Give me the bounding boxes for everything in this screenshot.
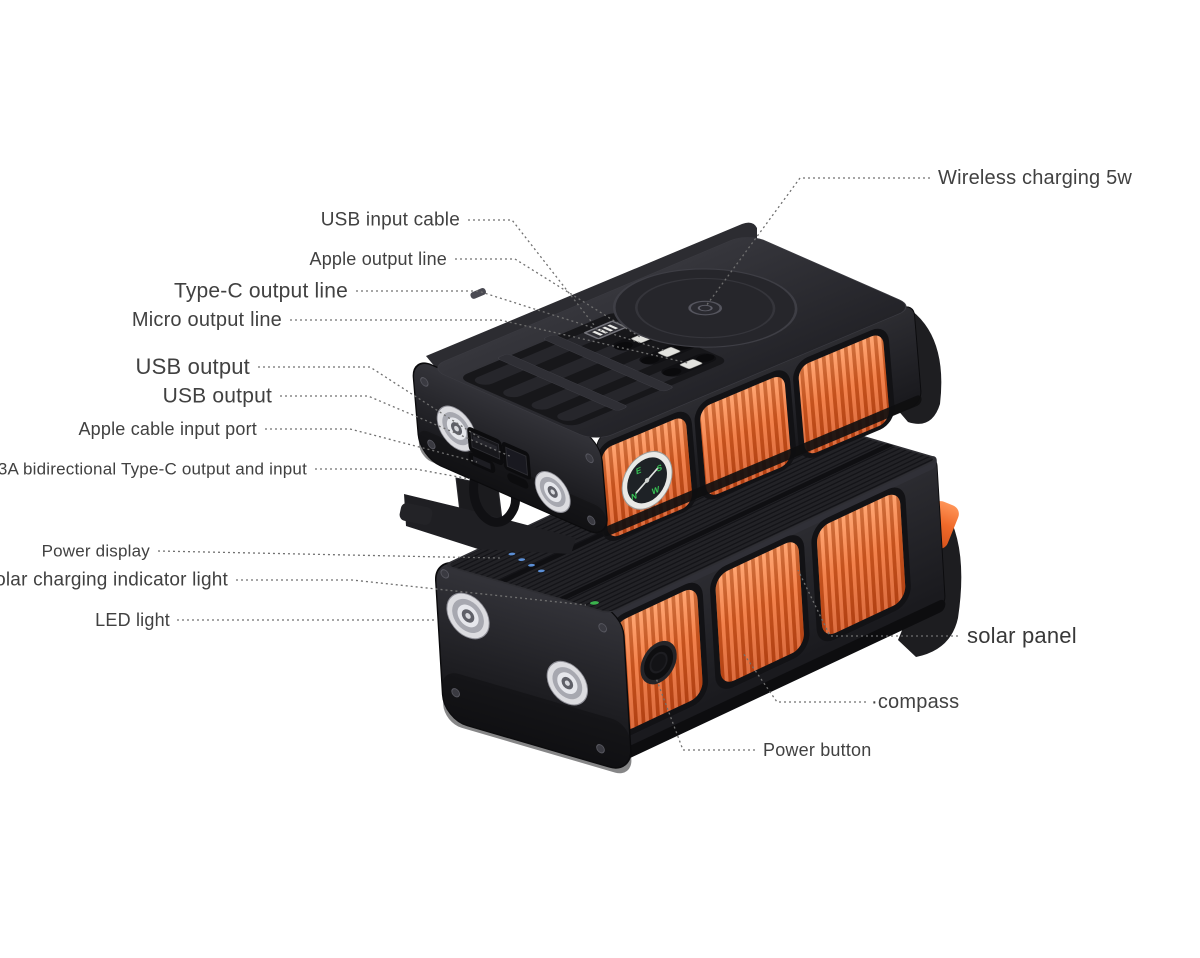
solar-charging-indicator-led	[590, 601, 599, 605]
leader-power-button	[655, 677, 755, 751]
callout-usb-output-bottom: USB output	[162, 384, 272, 408]
callout-type-c-output-line: Type-C output line	[173, 279, 348, 303]
power-display-leds	[508, 552, 545, 573]
brand-mark	[470, 288, 486, 299]
upper-right-end-cap	[876, 296, 942, 424]
power-button-flap	[608, 582, 709, 737]
usb-output-port-2	[501, 442, 532, 480]
lower-flashlight-top	[446, 592, 490, 640]
lower-corner-screws	[440, 569, 608, 754]
upper-front-face: N E S W	[596, 306, 922, 541]
callout-type-c-bidirectional: 3A bidirectional Type-C output and input	[0, 459, 307, 479]
leader-solar-panel	[797, 569, 958, 637]
type-c-bidirectional-port	[507, 473, 529, 489]
callout-solar-panel: solar panel	[967, 623, 1077, 648]
compass-letter-s: S	[656, 462, 662, 474]
callout-apple-cable-input-port: Apple cable input port	[78, 419, 257, 439]
compass-letter-w: W	[651, 484, 659, 497]
callout-micro-output-line: Micro output line	[131, 309, 282, 331]
upper-flashlight-right	[534, 471, 571, 513]
leader-type-c-bidirectional	[315, 468, 471, 480]
leader-solar-charging-indicator	[236, 579, 587, 606]
callout-usb-input-cable: USB input cable	[320, 209, 460, 231]
callout-usb-output-top: USB output	[135, 354, 250, 379]
leader-power-display	[157, 550, 501, 559]
lower-flashlight-bottom	[546, 660, 589, 706]
leader-usb-output-top	[258, 366, 481, 439]
callout-solar-charging-indicator: Solar charging indicator light	[0, 569, 228, 591]
callout-compass: ·compass	[871, 691, 960, 713]
apple-cable-input-port	[468, 452, 496, 473]
leader-apple-output-line	[455, 258, 641, 338]
leader-wireless-charging	[705, 177, 930, 307]
leader-type-c-output-line	[356, 290, 667, 352]
upper-corner-screws	[420, 377, 596, 526]
leader-apple-cable-input-port	[265, 428, 478, 463]
lower-flap-middle	[710, 535, 810, 689]
compass-letter-n: N	[631, 490, 637, 502]
callout-apple-output-line: Apple output line	[309, 249, 447, 269]
lower-powerbank	[434, 411, 962, 774]
lower-flap-right	[811, 487, 911, 642]
callout-led-light: LED light	[95, 610, 170, 630]
upper-top-face	[437, 237, 907, 438]
micro-output-tip	[661, 353, 717, 377]
callout-wireless-charging: Wireless charging 5w	[938, 167, 1133, 189]
power-button-center	[649, 651, 668, 674]
compass-letter-e: E	[636, 464, 642, 476]
callout-power-button: Power button	[763, 740, 872, 760]
leader-lines	[157, 177, 958, 751]
usb-input-cable-plug	[583, 320, 627, 340]
leader-micro-output-line	[290, 319, 689, 364]
compass-dial: N E S W	[621, 450, 673, 510]
wireless-charging-pad	[612, 268, 798, 348]
callout-power-display: Power display	[41, 541, 150, 561]
lower-end-face	[434, 562, 632, 774]
